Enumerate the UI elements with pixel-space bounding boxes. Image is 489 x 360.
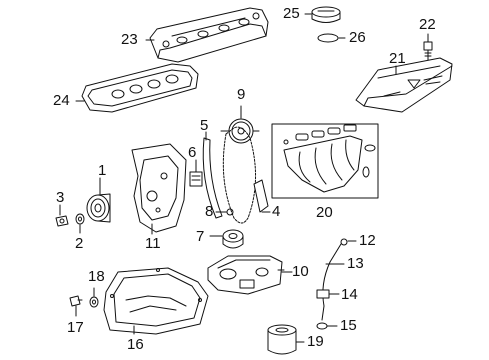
- intake-manifold-box: [271, 123, 379, 199]
- valve-cover-gasket-part: [81, 63, 199, 113]
- callout-1: 1: [98, 162, 107, 179]
- callout-20: 20: [316, 204, 333, 221]
- cam-sprocket-part: [220, 118, 260, 144]
- valve-cover-part: [149, 7, 269, 63]
- timing-chain-part: [222, 126, 256, 224]
- callout-7: 7: [196, 228, 205, 245]
- timing-chain-guide-part: [202, 137, 223, 219]
- dipstick-part: [329, 238, 348, 263]
- callout-10: 10: [292, 263, 309, 280]
- crank-bolt-part: [55, 215, 69, 227]
- callout-12: 12: [359, 232, 376, 249]
- intake-manifold-part: [283, 124, 376, 193]
- callout-18: 18: [88, 268, 105, 285]
- crank-pulley-part: [86, 193, 111, 223]
- callout-17: 17: [67, 319, 84, 336]
- callout-6: 6: [188, 144, 197, 161]
- callout-22: 22: [419, 16, 436, 33]
- callout-14: 14: [341, 286, 358, 303]
- chain-tensioner-arm-part: [253, 179, 269, 213]
- callout-24: 24: [53, 92, 70, 109]
- callout-15: 15: [340, 317, 357, 334]
- callout-16: 16: [127, 336, 144, 353]
- cap-seal-part: [317, 33, 339, 43]
- callout-5: 5: [200, 117, 209, 134]
- cover-bolt-part: [423, 41, 433, 61]
- callout-13: 13: [347, 255, 364, 272]
- tube-oring-part: [316, 322, 328, 330]
- oil-filler-cap-part: [311, 6, 341, 23]
- callout-19: 19: [307, 333, 324, 350]
- oil-filter-part: [267, 324, 297, 355]
- tube-bracket-part: [316, 289, 330, 299]
- callout-11: 11: [145, 235, 161, 252]
- drain-plug-gasket-part: [89, 296, 99, 308]
- engine-cover-part: [355, 57, 453, 113]
- oil-pan-part: [103, 267, 209, 335]
- callout-9: 9: [237, 86, 246, 103]
- callout-3: 3: [56, 189, 65, 206]
- oil-pump-sprocket-part: [222, 229, 244, 249]
- callout-2: 2: [75, 235, 84, 252]
- callout-26: 26: [349, 29, 366, 46]
- washer-part: [75, 213, 85, 225]
- dipstick-tube-part: [321, 261, 331, 321]
- chain-tensioner-part: [189, 171, 203, 187]
- oil-pump-part: [207, 255, 285, 295]
- callout-21: 21: [389, 50, 406, 67]
- timing-cover-part: [131, 143, 187, 233]
- callout-23: 23: [121, 31, 138, 48]
- callout-25: 25: [283, 5, 300, 22]
- callout-4: 4: [272, 203, 281, 220]
- drain-plug-part: [69, 295, 83, 307]
- callout-8: 8: [205, 203, 214, 220]
